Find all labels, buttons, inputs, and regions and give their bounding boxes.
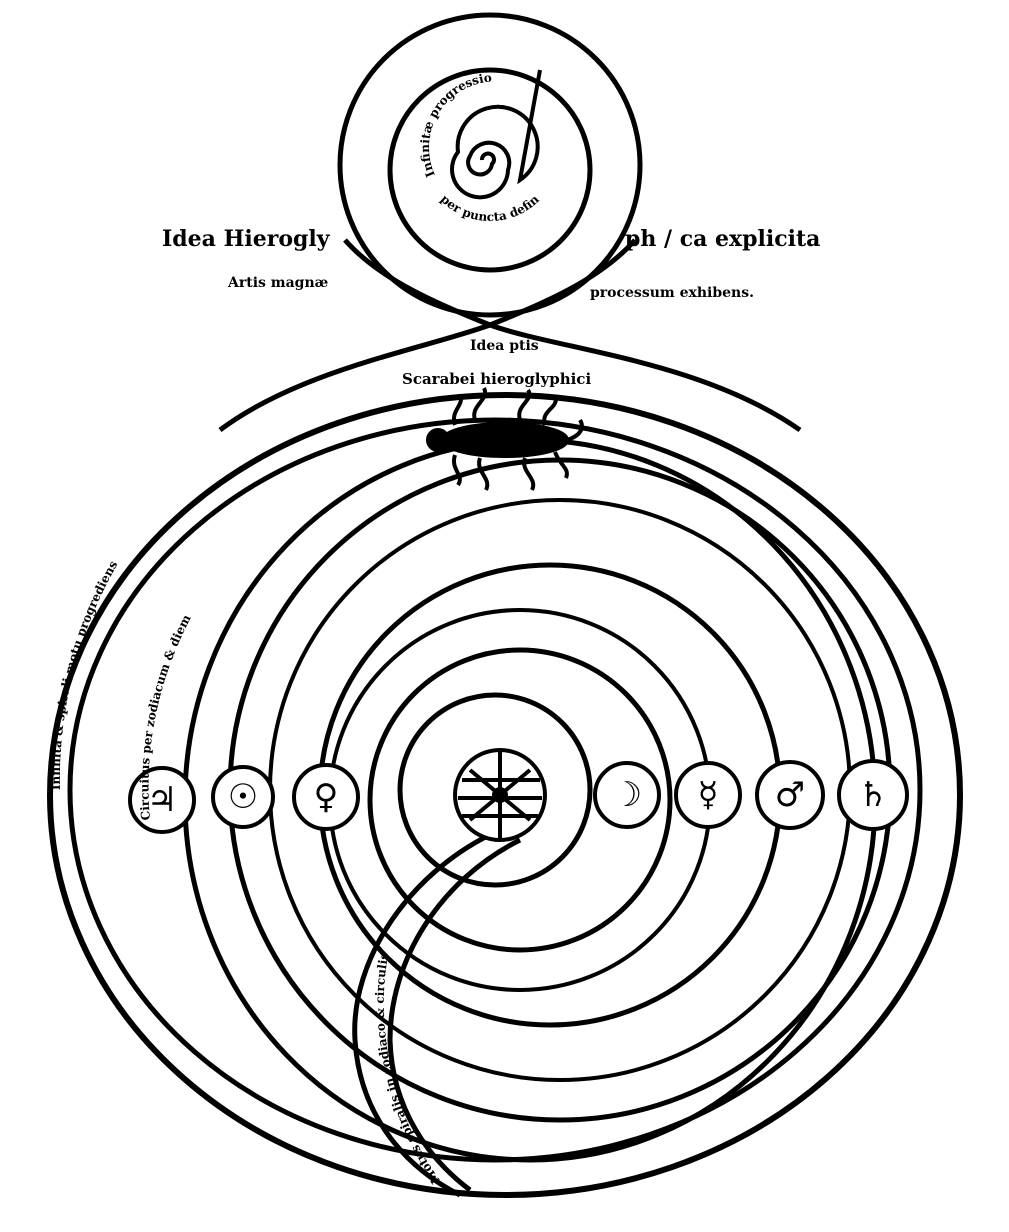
spiral-upper-inscription: Infinitæ progressio (418, 71, 493, 180)
planet-saturn-glyph: ♄ (858, 775, 888, 815)
lower-path-inner (387, 837, 522, 1192)
top-ring-outer (337, 12, 643, 318)
planet-sun-glyph: ☉ (228, 777, 258, 817)
scarabei-label: Scarabei hieroglyphici (402, 370, 592, 388)
top-spiral (337, 12, 643, 318)
planet-mars-glyph: ♂ (775, 775, 805, 815)
top-ring-mid (387, 67, 593, 273)
planet-saturn-icon: ♄ (837, 759, 909, 831)
planet-venus-glyph: ♀ (314, 777, 339, 817)
lower-path (352, 827, 522, 1198)
planet-sun-icon: ☉ (211, 765, 275, 829)
lower-path-outer (352, 827, 502, 1198)
spiral-core (450, 69, 542, 200)
planet-moon-icon: ☽ (593, 761, 661, 829)
planet-row: ♃ ☉ ♀ ☽ ☿ ♂ ♄ (128, 759, 909, 834)
idea-ptis-label: Idea ptis (470, 338, 539, 354)
planet-mercury-icon: ☿ (674, 761, 742, 829)
spiral-upper-inscription-path: Infinitæ progressio (418, 71, 493, 180)
strand-left (343, 238, 802, 433)
idea-hieroglyphica-left: Idea Hierogly (162, 226, 330, 252)
planet-mars-icon: ♂ (755, 760, 825, 830)
strand-right (218, 238, 637, 433)
planet-jupiter-glyph: ♃ (147, 780, 177, 820)
crossing-strands (218, 238, 802, 433)
processum-label: processum exhibens. (590, 285, 754, 301)
planet-venus-icon: ♀ (292, 763, 360, 831)
planet-moon-glyph: ☽ (612, 775, 642, 815)
planet-mercury-glyph: ☿ (698, 775, 719, 815)
outer-ring-1 (47, 392, 963, 1198)
hieroglyphic-center-icon (453, 748, 547, 842)
ring-f (397, 692, 593, 888)
idea-hieroglyphica-right: ph / ca explicita (625, 226, 821, 252)
artis-magnae-label: Artis magnæ (228, 275, 329, 291)
ring-e (367, 647, 673, 953)
planet-jupiter-icon: ♃ (128, 766, 196, 834)
scarab-icon (426, 387, 584, 491)
